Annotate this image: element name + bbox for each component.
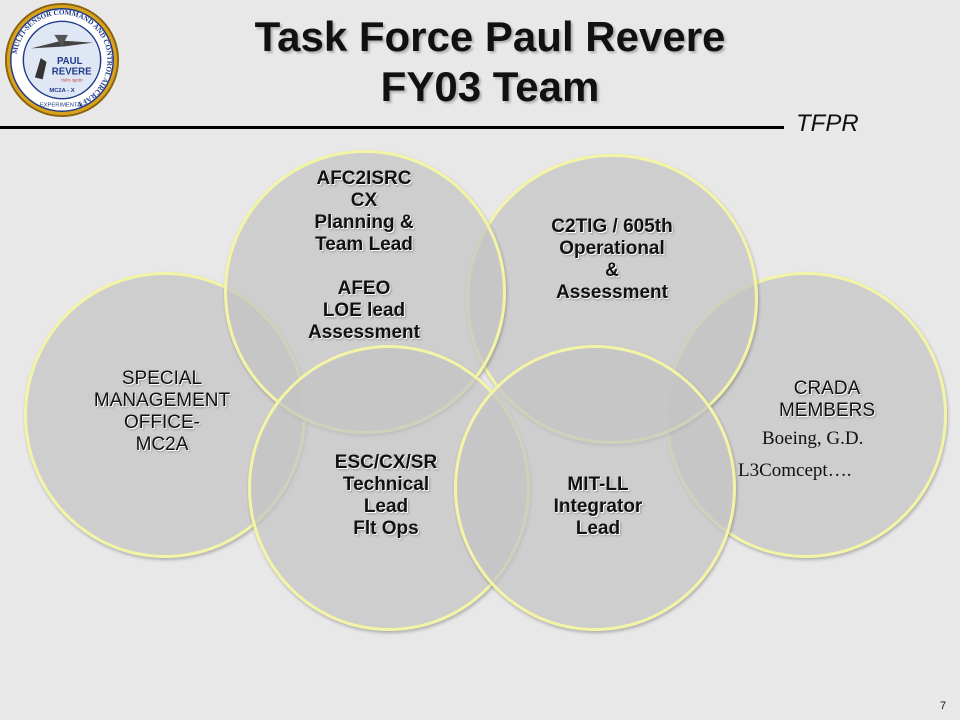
mitll-label: MIT-LL Integrator Lead: [553, 474, 643, 539]
circle-esc: [248, 345, 530, 631]
crada-member-1: Boeing, G.D.: [762, 428, 864, 449]
special-management-label: SPECIAL MANAGEMENT OFFICE- MC2A: [93, 368, 231, 455]
title-line-2: FY03 Team: [380, 63, 600, 110]
esc-label: ESC/CX/SR Technical Lead Flt Ops: [334, 452, 438, 539]
crada-label: CRADA MEMBERS: [778, 378, 876, 421]
slide-title: Task Force Paul Revere FY03 Team: [130, 12, 850, 112]
circle-mitll: [454, 345, 736, 631]
logo-motto: rides again: [61, 78, 83, 83]
c2tig-label: C2TIG / 605th Operational & Assessment: [551, 216, 673, 303]
logo-model: MC2A - X: [49, 88, 74, 94]
logo-bottom: EXPERIMENTAL: [40, 102, 85, 108]
page-number: 7: [940, 700, 947, 712]
header-rule: [0, 126, 784, 129]
tfpr-tag: TFPR: [796, 110, 859, 137]
title-line-1: Task Force Paul Revere: [254, 13, 726, 60]
logo-name-1: PAUL: [57, 56, 83, 67]
afc2isrc-label: AFC2ISRC CX Planning & Team Lead AFEO LO…: [308, 168, 420, 343]
paul-revere-logo: MULTI-SENSOR COMMAND AND CONTROL AIRCRAF…: [4, 2, 120, 118]
logo-name-2: REVERE: [52, 67, 92, 78]
crada-member-2: L3Comcept….: [738, 460, 852, 481]
